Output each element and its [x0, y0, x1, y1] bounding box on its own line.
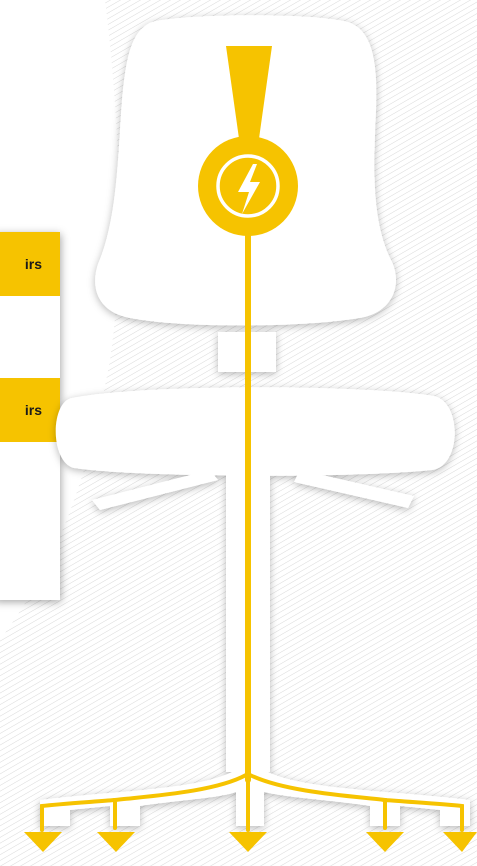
arrow-down-icon [366, 832, 404, 852]
arrow-down-icon [229, 832, 267, 852]
arrow-down-icon [443, 832, 477, 852]
chair-seat-arm-right [294, 470, 414, 508]
arrow-down-icon [24, 832, 62, 852]
chair-seat-arm-left [92, 470, 218, 510]
lightning-bolt-icon [198, 136, 298, 236]
arrow-down-icon [97, 832, 135, 852]
chair-seat [56, 387, 455, 476]
